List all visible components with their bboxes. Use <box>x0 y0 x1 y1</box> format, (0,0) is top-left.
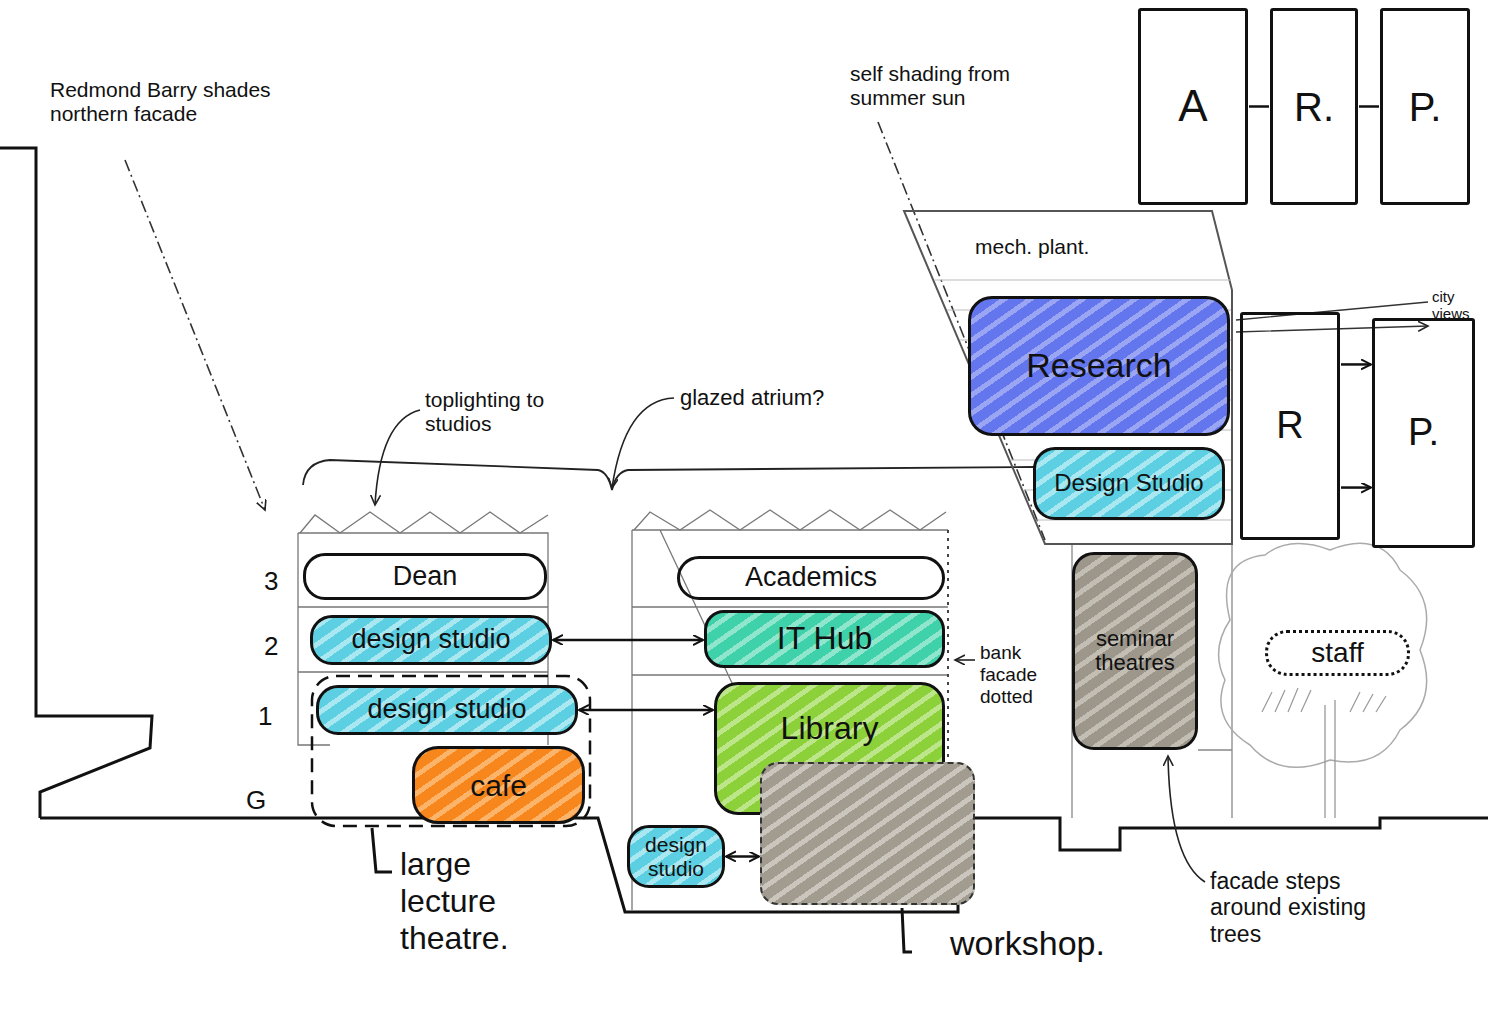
seminar-box: seminar theatres <box>1072 552 1198 750</box>
space-name: design studio <box>351 625 510 655</box>
office-box: Academics <box>677 556 945 600</box>
sun-line <box>125 160 265 510</box>
annotation-note: glazed atrium? <box>680 385 880 410</box>
space-name: Design Studio <box>1054 470 1203 496</box>
staff-box: staff <box>1265 630 1410 676</box>
space-name: seminar theatres <box>1081 627 1189 675</box>
space-name: R. <box>1294 85 1334 129</box>
space-name: IT Hub <box>777 621 872 656</box>
studio-box: design studio <box>627 825 725 888</box>
view-arrow <box>1236 302 1428 332</box>
annotation-note: city views <box>1432 288 1486 323</box>
tower-block: mech. plant. ResearchDesign Studio <box>903 210 1233 545</box>
leader-line <box>375 410 420 505</box>
connector-arrow <box>1341 486 1371 489</box>
it-hub-box: IT Hub <box>704 610 945 668</box>
annotation-note: facade steps around existing trees <box>1210 868 1380 947</box>
cafe-box: cafe <box>412 746 585 824</box>
annotation-note: Redmond Barry shades northern facade <box>50 78 285 126</box>
connector-arrow <box>1249 105 1269 108</box>
floor-line <box>935 280 1231 281</box>
connector-arrow <box>579 709 713 712</box>
annotation-note: self shading from summer sun <box>850 62 1045 110</box>
sawtooth-roof <box>634 510 946 530</box>
space-name: design studio <box>367 695 526 725</box>
annotation-note: bank facade dotted <box>980 642 1065 708</box>
bracket <box>372 828 392 872</box>
space-name: workshop. <box>950 925 1105 962</box>
building-outline <box>1072 545 1232 818</box>
tree-canopy <box>1219 543 1427 767</box>
space-name: Academics <box>745 563 877 593</box>
space-name: R <box>1276 405 1303 447</box>
brace <box>303 460 1045 490</box>
connector-arrow <box>726 855 759 858</box>
tower-outline <box>904 211 1232 544</box>
bracket <box>902 908 912 952</box>
space-name: Research <box>1026 347 1172 384</box>
tree-hatch <box>1262 688 1386 712</box>
space-name: staff <box>1311 638 1363 669</box>
connector-arrow <box>1341 363 1371 366</box>
leader-line <box>1168 756 1205 882</box>
workshop-area: workshop. <box>760 762 975 905</box>
research-box: Research <box>968 296 1230 436</box>
studio-box: design studio <box>310 615 552 665</box>
studio-box: Design Studio <box>1033 447 1225 520</box>
tree-trunk <box>1325 700 1335 818</box>
space-name: P. <box>1408 412 1439 454</box>
annotation-note: toplighting to studios <box>425 388 575 436</box>
space-name: cafe <box>470 769 527 802</box>
space-name: design studio <box>636 833 716 879</box>
connector-arrow <box>553 639 703 642</box>
space-label: large lecture theatre. <box>400 846 575 956</box>
floor-number: 3 <box>264 567 288 597</box>
floor-number: G <box>246 786 274 816</box>
massing-box: A <box>1138 8 1248 205</box>
leader-line <box>612 398 674 488</box>
existing-building <box>0 148 152 818</box>
massing-box: R. <box>1270 8 1358 205</box>
studio-box: design studio <box>316 685 578 735</box>
space-name: mech. plant. <box>975 235 1089 258</box>
space-name: A <box>1178 82 1207 130</box>
lecture-theatre-outline <box>312 676 590 826</box>
sawtooth-roof <box>300 512 548 533</box>
massing-box: P. <box>1372 318 1475 548</box>
floor-number: 1 <box>258 702 282 732</box>
leader-line <box>955 659 975 661</box>
connector-arrow <box>1359 105 1379 108</box>
space-name: Dean <box>393 562 458 592</box>
office-box: Dean <box>303 553 547 600</box>
massing-box: R <box>1240 312 1340 540</box>
massing-box: P. <box>1380 8 1470 205</box>
space-name: Library <box>781 711 879 746</box>
floor-number: 2 <box>264 632 288 662</box>
space-name: P. <box>1409 85 1442 129</box>
